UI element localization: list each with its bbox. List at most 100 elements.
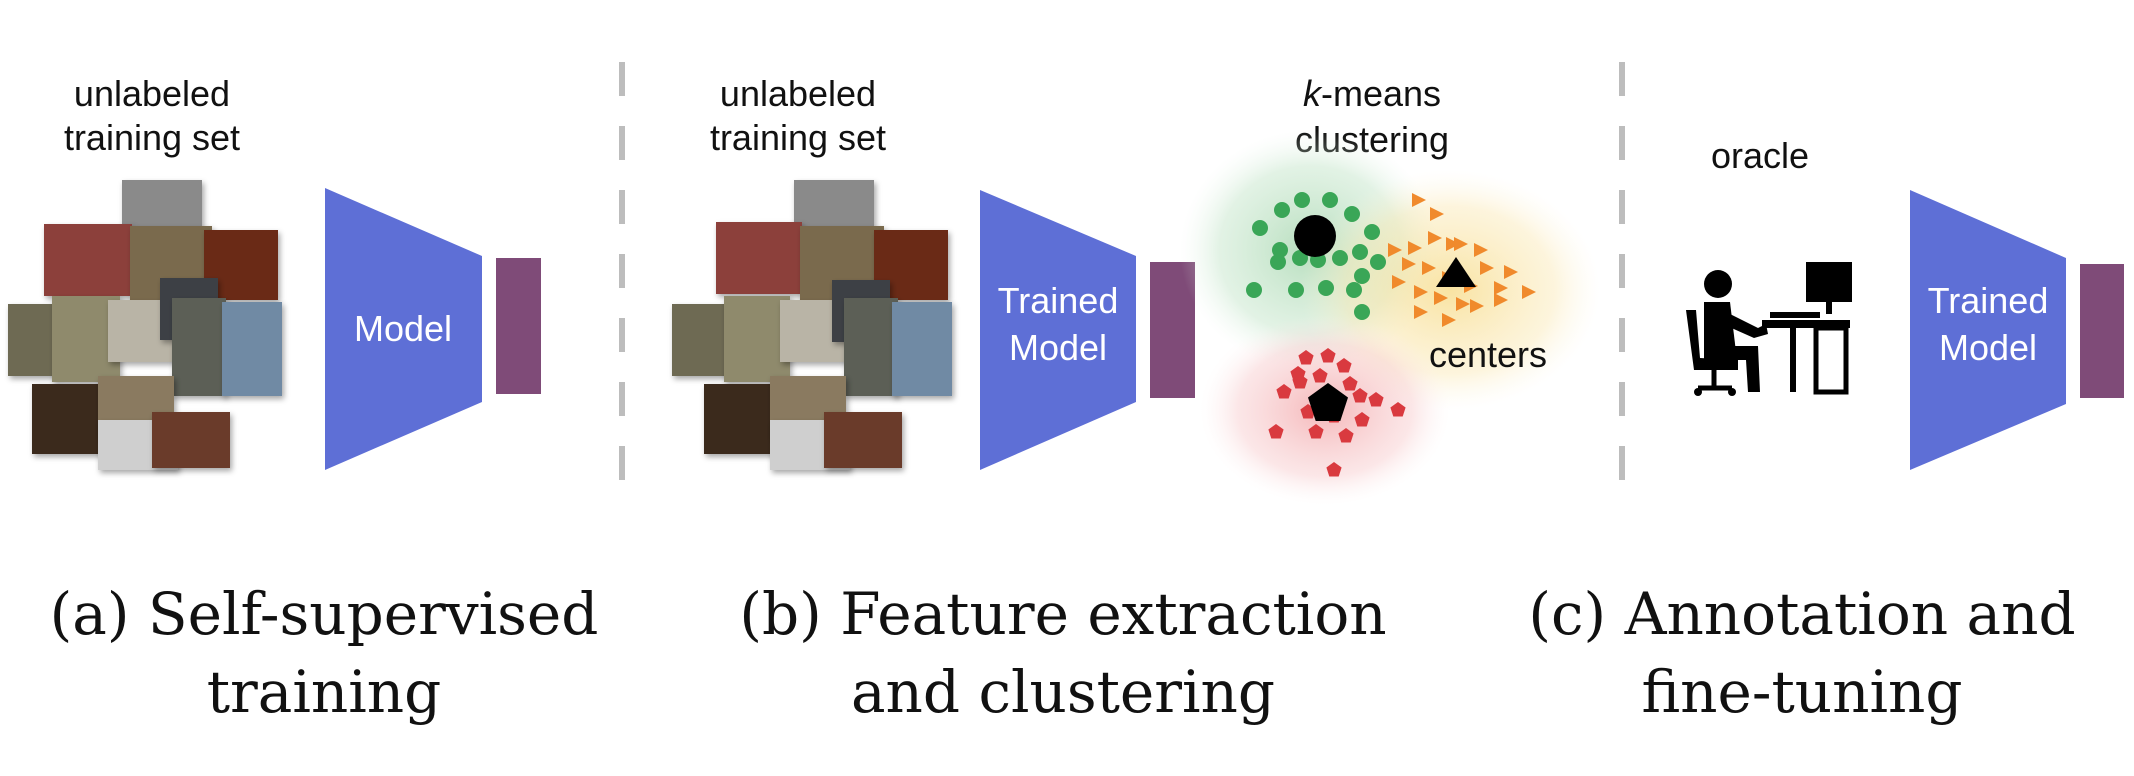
orange-point: [1456, 297, 1470, 311]
person-head: [1704, 270, 1732, 298]
green-center-circle: [1294, 215, 1336, 257]
keyboard: [1770, 312, 1820, 318]
set-label-a-line2: training set: [64, 117, 240, 158]
orange-point: [1422, 261, 1436, 275]
orange-center-triangle: [1436, 257, 1476, 287]
model-label-c-line2: Model: [1939, 327, 2037, 368]
green-point: [1270, 254, 1286, 270]
oracle-label: oracle: [1711, 135, 1809, 176]
collage-tile: [222, 302, 282, 396]
collage-tile: [672, 304, 728, 376]
orange-point: [1522, 285, 1536, 299]
panel-c: oracle Trained Model: [1528, 135, 2124, 726]
green-point: [1352, 244, 1368, 260]
red-point: [1336, 358, 1352, 373]
orange-point: [1434, 291, 1448, 305]
red-point: [1326, 462, 1342, 477]
collage-tile: [892, 302, 952, 396]
collage-tile: [172, 298, 226, 396]
feature-bar-c: [2080, 264, 2124, 398]
monitor: [1806, 262, 1852, 302]
orange-point: [1388, 243, 1402, 257]
caption-b-line1: (b) Feature extraction: [739, 580, 1386, 648]
collage-tile: [724, 296, 790, 382]
caption-b-line2: and clustering: [851, 658, 1275, 726]
caption-c-line2: fine-tuning: [1641, 658, 1962, 726]
collage-tile: [716, 222, 802, 294]
orange-point: [1504, 265, 1518, 279]
orange-point: [1428, 231, 1442, 245]
orange-point: [1430, 207, 1444, 221]
green-point: [1292, 250, 1308, 266]
green-point: [1354, 304, 1370, 320]
set-label-b-line1: unlabeled: [720, 73, 876, 114]
green-point: [1322, 192, 1338, 208]
red-point: [1354, 412, 1370, 427]
caption-a-line2: training: [207, 658, 442, 726]
red-point: [1292, 374, 1308, 389]
caption-a-line1: (a) Self-supervised: [50, 580, 599, 648]
green-point: [1294, 192, 1310, 208]
collage-tile: [152, 412, 230, 468]
red-point: [1298, 350, 1314, 365]
red-point: [1338, 428, 1354, 443]
person-at-computer-icon: [1686, 262, 1852, 396]
green-point: [1272, 242, 1288, 258]
caption-c-line1: (c) Annotation and: [1528, 580, 2075, 648]
red-point: [1368, 392, 1384, 407]
chair-wheel: [1694, 388, 1702, 396]
orange-point: [1392, 275, 1406, 289]
orange-point: [1402, 257, 1416, 271]
image-collage-b: [672, 180, 952, 470]
orange-point: [1408, 241, 1422, 255]
collage-tile: [704, 384, 774, 454]
desk-leg: [1790, 328, 1796, 392]
red-point: [1342, 376, 1358, 391]
kmeans-k: k: [1303, 73, 1323, 114]
panel-a: unlabeled training set Model (a) Self-su…: [8, 73, 598, 726]
orange-point: [1470, 299, 1484, 313]
kmeans-label-line1: k-means: [1303, 73, 1441, 114]
desk-top: [1762, 320, 1850, 328]
chair-wheel: [1728, 388, 1736, 396]
green-cluster-points: [1246, 192, 1386, 320]
collage-tile: [8, 304, 58, 376]
orange-point: [1480, 261, 1494, 275]
red-point: [1268, 424, 1284, 439]
orange-point: [1446, 237, 1460, 251]
green-point: [1252, 220, 1268, 236]
red-point: [1276, 384, 1292, 399]
person-arm: [1718, 310, 1768, 338]
green-point: [1288, 282, 1304, 298]
green-point: [1344, 206, 1360, 222]
person-leg: [1704, 346, 1760, 392]
model-label-a: Model: [354, 308, 452, 349]
orange-point: [1412, 193, 1426, 207]
collage-tile: [32, 384, 102, 454]
red-point: [1320, 348, 1336, 363]
model-label-b-line1: Trained: [998, 280, 1119, 321]
kmeans-rest: -means: [1321, 73, 1441, 114]
green-point: [1354, 268, 1370, 284]
panel-b: unlabeled training set Trained Model k-m…: [672, 73, 1600, 726]
red-point: [1308, 424, 1324, 439]
chair: [1686, 310, 1738, 370]
trained-model-trapezoid-c: [1910, 190, 2066, 470]
red-center-pentagon: [1308, 383, 1348, 421]
collage-tile: [844, 298, 898, 396]
image-collage-a: [8, 180, 282, 470]
collage-tile: [44, 224, 132, 296]
orange-point: [1454, 237, 1468, 251]
set-label-b-line2: training set: [710, 117, 886, 158]
desk-cabinet: [1813, 325, 1849, 395]
monitor-stand: [1826, 302, 1832, 314]
orange-point: [1494, 281, 1508, 295]
feature-bar-a: [496, 258, 541, 394]
green-point: [1364, 224, 1380, 240]
model-trapezoid-a: [325, 188, 482, 470]
centers-label: centers: [1429, 334, 1547, 375]
green-point: [1318, 280, 1334, 296]
orange-point: [1442, 313, 1456, 327]
collage-tile: [824, 412, 902, 468]
orange-point: [1494, 293, 1508, 307]
